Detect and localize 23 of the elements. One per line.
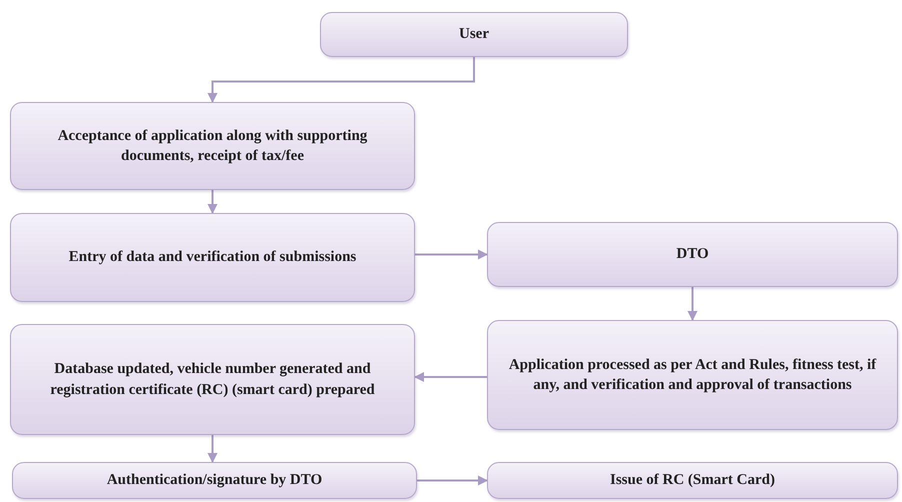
process-box <box>487 462 898 499</box>
process-box <box>487 222 898 287</box>
process-box <box>10 213 415 302</box>
box-label: Application processed as per Act and Rules, fitness test, if any, and verification and approval of transactions <box>508 356 878 395</box>
arrow <box>208 435 218 463</box>
box-label: Database updated, vehicle number generated and registration certificate (RC) (smart card) prepared <box>49 360 376 400</box>
arrow <box>208 190 218 214</box>
arrow <box>417 476 488 486</box>
arrow <box>208 57 475 103</box>
box-label: User <box>459 25 489 44</box>
arrow <box>415 250 488 260</box>
box-label: DTO <box>676 245 709 264</box>
box-label: Issue of RC (Smart Card) <box>610 471 775 490</box>
box-label: Authentication/signature by DTO <box>106 471 322 490</box>
box-label: Acceptance of application along with supporting documents, receipt of tax/fee <box>56 126 368 166</box>
process-box <box>10 324 415 435</box>
process-box <box>320 12 628 57</box>
process-box <box>487 320 898 430</box>
arrow <box>688 287 698 321</box>
process-box <box>12 462 417 499</box>
arrow <box>414 372 487 382</box>
box-label: Entry of data and verification of submissions <box>68 248 356 268</box>
process-box <box>10 102 415 190</box>
